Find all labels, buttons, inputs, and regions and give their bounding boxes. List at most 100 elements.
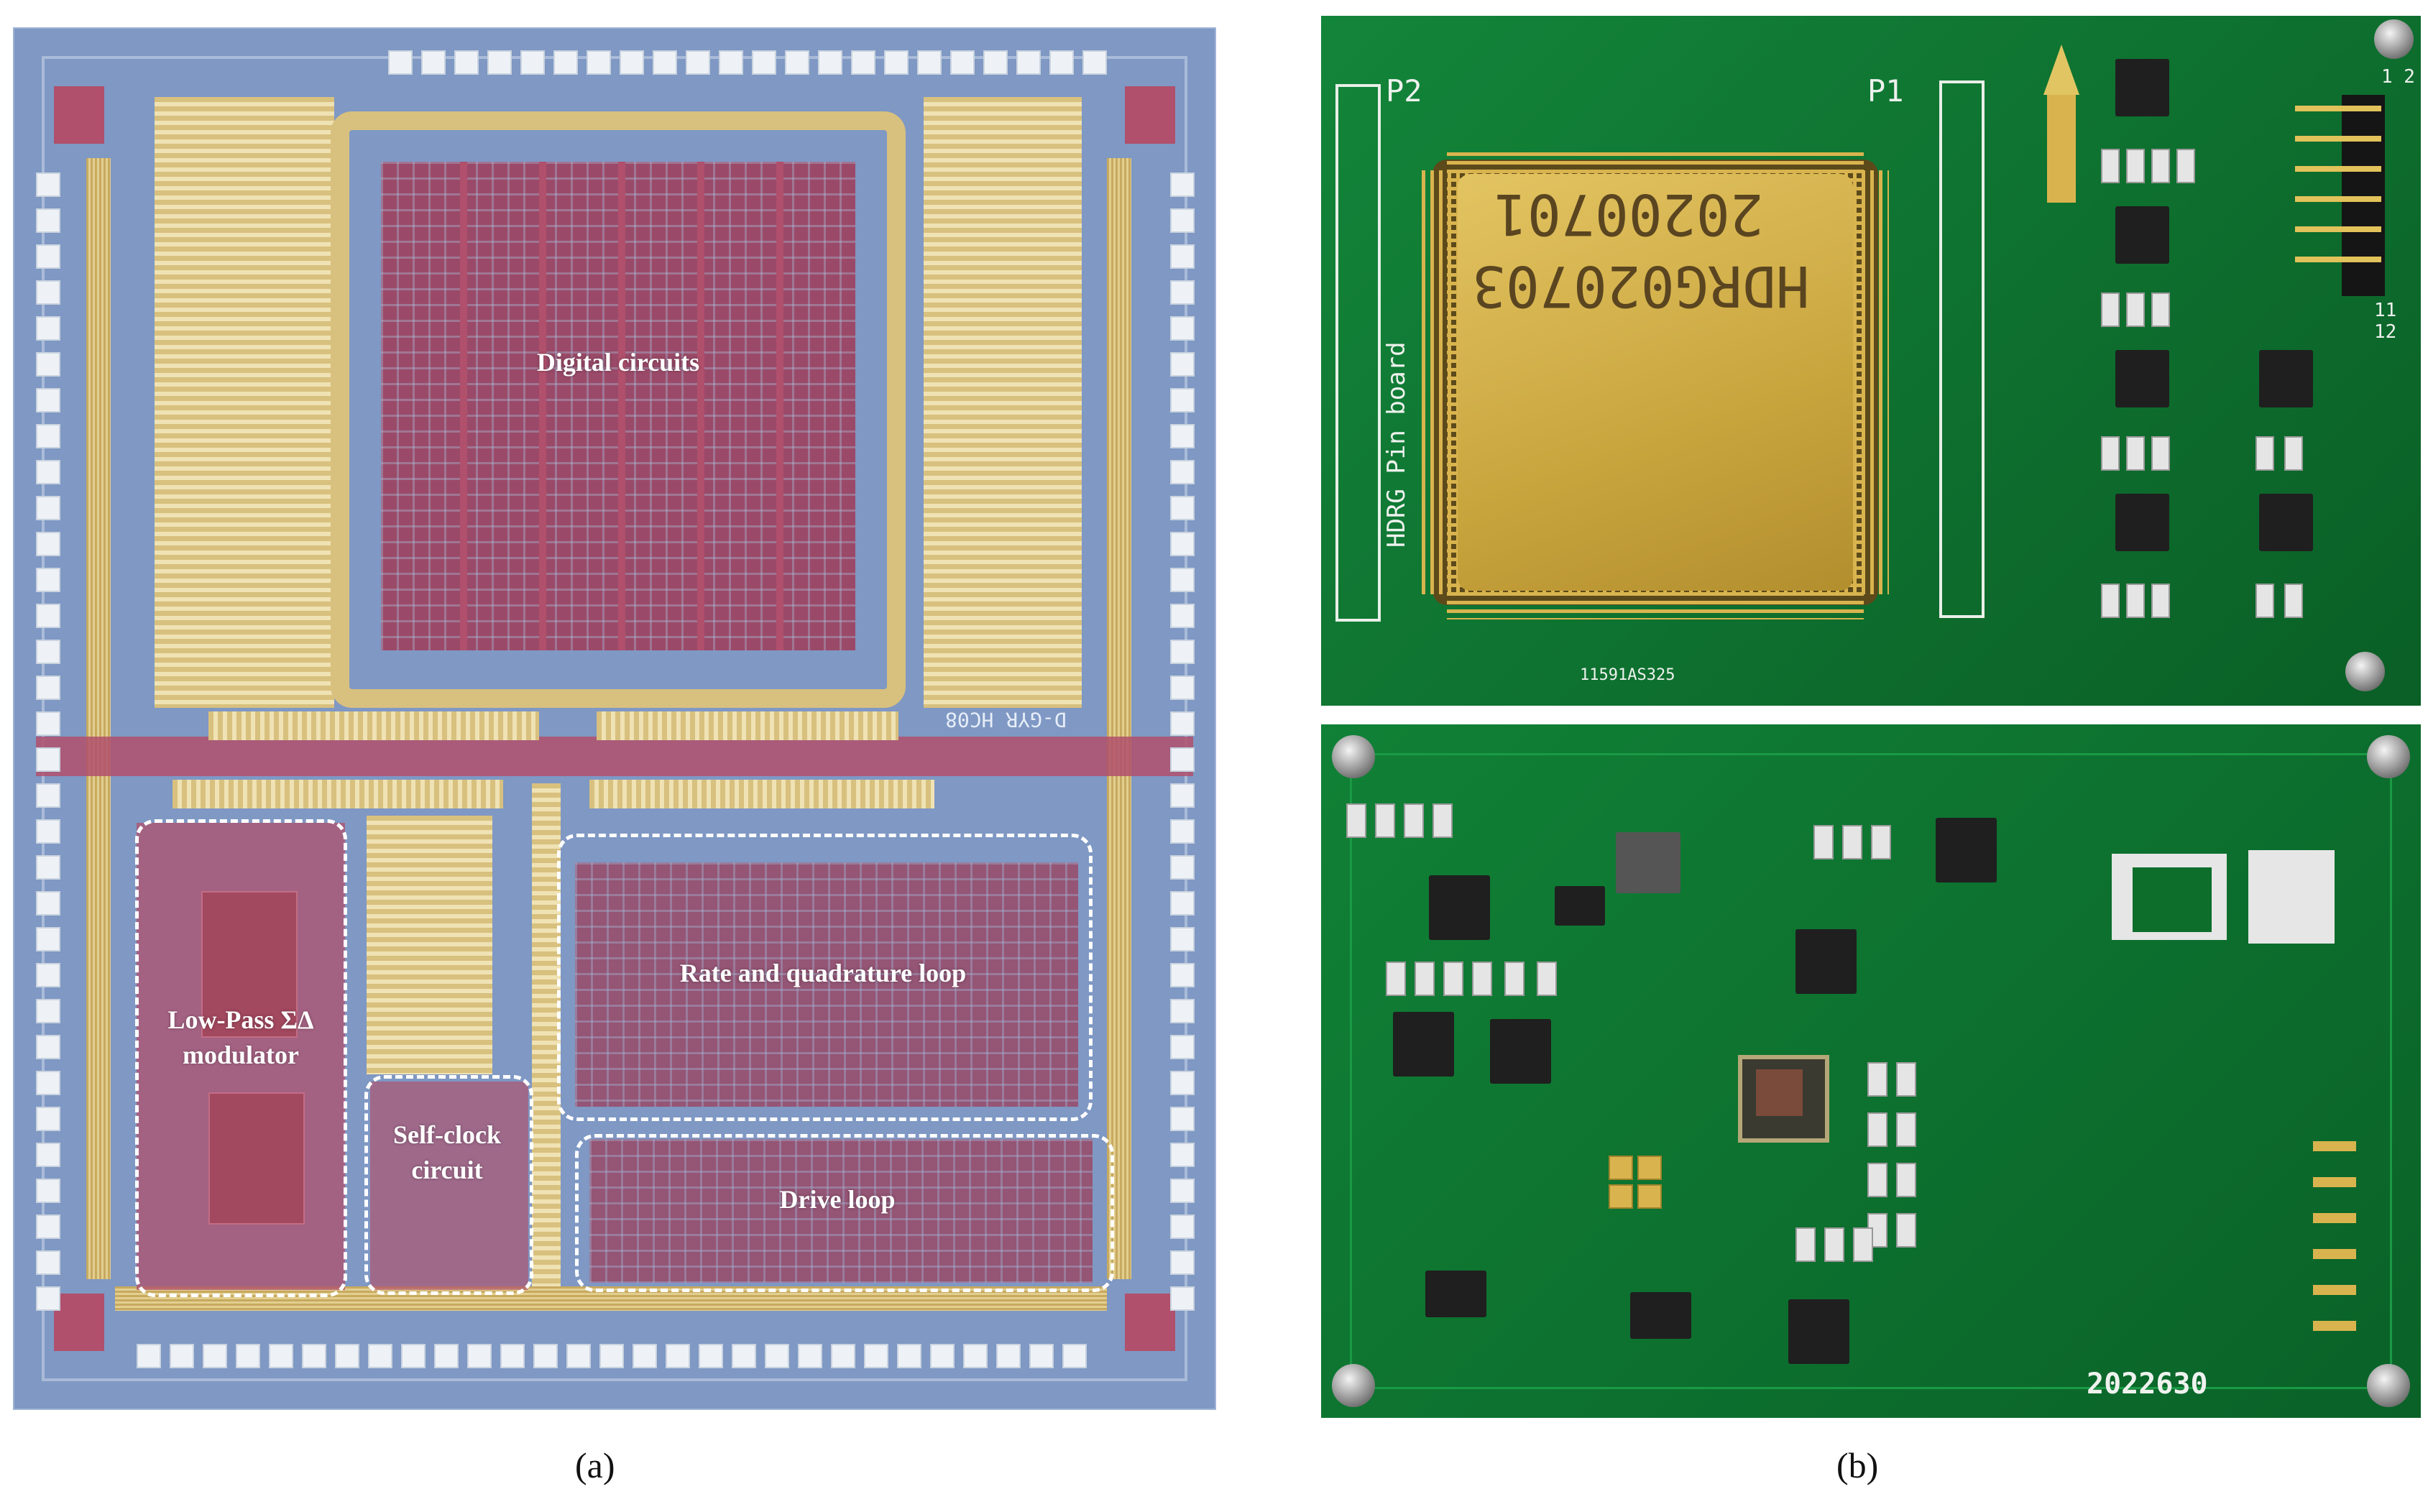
bond-pad bbox=[917, 50, 942, 75]
bond-pad bbox=[1170, 424, 1195, 448]
bond-pad bbox=[785, 50, 809, 75]
resistor bbox=[2151, 292, 2170, 327]
resistor bbox=[1346, 803, 1366, 838]
bond-pad bbox=[203, 1344, 227, 1368]
resistor bbox=[1896, 1213, 1916, 1248]
resistor bbox=[2284, 584, 2303, 618]
sensor-board: 2022630 bbox=[1321, 724, 2421, 1418]
label-drive: Drive loop bbox=[779, 1185, 896, 1214]
drive-region bbox=[589, 1139, 1093, 1283]
right-power-ring bbox=[1107, 158, 1131, 1279]
bond-pad bbox=[983, 50, 1008, 75]
drive-outline bbox=[575, 1134, 1114, 1292]
bond-pad bbox=[302, 1344, 326, 1368]
bond-pad bbox=[36, 676, 60, 700]
corner-cell-br bbox=[1125, 1294, 1175, 1351]
ic bbox=[2115, 494, 2169, 551]
bond-pad bbox=[566, 1344, 591, 1368]
bond-pad bbox=[36, 1179, 60, 1203]
capacitor-pad bbox=[1637, 1184, 1662, 1209]
resistor bbox=[2284, 436, 2303, 471]
bond-pad bbox=[36, 640, 60, 664]
bond-pad bbox=[533, 1344, 558, 1368]
bond-pad bbox=[1170, 280, 1195, 305]
resistor bbox=[2126, 436, 2145, 471]
label-p2: P2 bbox=[1386, 73, 1422, 109]
bond-pad bbox=[36, 711, 60, 736]
bond-pad bbox=[719, 50, 743, 75]
resistor bbox=[1795, 1227, 1816, 1262]
selfclock-outline bbox=[364, 1075, 533, 1295]
bond-pad bbox=[421, 50, 446, 75]
bond-pad bbox=[36, 999, 60, 1023]
bond-pad bbox=[996, 1344, 1021, 1368]
selfclock-region bbox=[370, 1082, 528, 1290]
bond-pad bbox=[1170, 676, 1195, 700]
bond-pad bbox=[930, 1344, 955, 1368]
bond-pad bbox=[950, 50, 975, 75]
bond-pad bbox=[851, 50, 875, 75]
label-lowpass: Low-Pass ΣΔ modulator bbox=[167, 1005, 314, 1069]
ic bbox=[2115, 206, 2169, 264]
bond-pad bbox=[553, 50, 578, 75]
resistor bbox=[2101, 436, 2120, 471]
bond-pad bbox=[1170, 532, 1195, 556]
core-rail bbox=[460, 162, 467, 650]
resistor bbox=[1537, 962, 1557, 996]
bond-pad bbox=[36, 1286, 60, 1311]
resistor bbox=[1813, 825, 1834, 859]
screw bbox=[2367, 735, 2410, 778]
mid-strip-left bbox=[208, 711, 539, 740]
bond-pad bbox=[36, 927, 60, 951]
core-rail bbox=[539, 162, 546, 650]
bond-pad bbox=[633, 1344, 657, 1368]
bond-pad bbox=[1170, 568, 1195, 592]
bond-pad bbox=[36, 1107, 60, 1131]
ic bbox=[1393, 1012, 1454, 1077]
resistor bbox=[1404, 803, 1424, 838]
bond-pad bbox=[1062, 1344, 1087, 1368]
bond-pad bbox=[1170, 927, 1195, 951]
ic bbox=[1795, 929, 1857, 994]
package-date: 20200701 bbox=[1494, 181, 1764, 246]
resistor bbox=[1871, 825, 1891, 859]
resistor bbox=[1896, 1112, 1916, 1147]
bond-pad bbox=[36, 316, 60, 341]
mid-strip-lower-right bbox=[589, 780, 934, 808]
bond-pad bbox=[1170, 208, 1195, 233]
bond-pad bbox=[798, 1344, 822, 1368]
bond-pad bbox=[1170, 855, 1195, 880]
bond-pad bbox=[1170, 172, 1195, 197]
header-p1 bbox=[1939, 80, 1985, 618]
screw bbox=[1332, 1364, 1375, 1407]
lowpass-cap-block bbox=[201, 891, 298, 1038]
bond-pad bbox=[368, 1344, 392, 1368]
middle-bus bbox=[36, 737, 1193, 776]
bond-pad bbox=[335, 1344, 359, 1368]
ic bbox=[1788, 1299, 1849, 1364]
resistor bbox=[1867, 1062, 1887, 1097]
resistor bbox=[2151, 436, 2170, 471]
cross-pad bbox=[2248, 850, 2335, 944]
resistor bbox=[1415, 962, 1435, 996]
bond-pad bbox=[884, 50, 909, 75]
capacitor-pad bbox=[1637, 1156, 1662, 1180]
bond-pad bbox=[699, 1344, 723, 1368]
bond-pad bbox=[36, 747, 60, 772]
bond-pad bbox=[1170, 1286, 1195, 1311]
bond-pad bbox=[36, 1035, 60, 1059]
resistor bbox=[1867, 1163, 1887, 1197]
bond-pad bbox=[666, 1344, 690, 1368]
resistor bbox=[2101, 292, 2120, 327]
bond-pad bbox=[36, 352, 60, 377]
bond-pad bbox=[36, 568, 60, 592]
bond-pad bbox=[1029, 1344, 1054, 1368]
ic bbox=[1630, 1292, 1691, 1339]
resistor bbox=[2176, 149, 2195, 183]
bond-pad bbox=[963, 1344, 988, 1368]
resistor bbox=[2126, 292, 2145, 327]
resistor bbox=[1472, 962, 1492, 996]
bond-pad bbox=[36, 1143, 60, 1167]
board-name: HDRG Pin board bbox=[1382, 341, 1411, 548]
bond-pad bbox=[1170, 1035, 1195, 1059]
